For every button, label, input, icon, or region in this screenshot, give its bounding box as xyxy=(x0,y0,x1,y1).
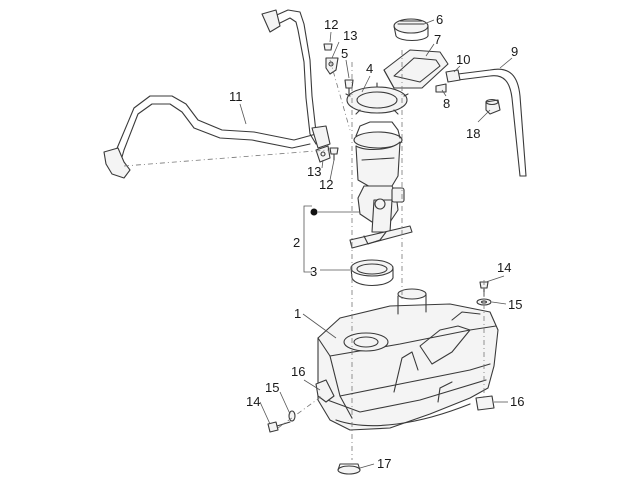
callout-12-top: 12 xyxy=(324,17,338,32)
callout-2: 2 xyxy=(293,235,300,250)
callout-15-right: 15 xyxy=(508,297,522,312)
group-bracket xyxy=(303,205,360,273)
callout-14-left: 14 xyxy=(246,394,260,409)
callout-1: 1 xyxy=(294,306,301,321)
lock-ring xyxy=(345,82,409,115)
filler-tray xyxy=(383,49,449,89)
callout-9: 9 xyxy=(511,44,518,59)
fuel-tank xyxy=(317,288,499,431)
right-clip xyxy=(475,395,495,411)
callout-14-right: 14 xyxy=(497,260,511,275)
callout-6: 6 xyxy=(436,12,443,27)
callout-10: 10 xyxy=(456,52,470,67)
fuel-cap xyxy=(393,18,429,42)
callout-17: 17 xyxy=(377,456,391,471)
callout-4: 4 xyxy=(366,61,373,76)
rubber-pad xyxy=(337,463,361,475)
callout-13-middle: 13 xyxy=(307,164,321,179)
left-fasteners xyxy=(267,379,335,433)
callout-16-right: 16 xyxy=(510,394,524,409)
callout-3: 3 xyxy=(310,264,317,279)
fuel-pump-assembly xyxy=(349,121,413,249)
callout-11: 11 xyxy=(229,89,243,104)
callout-8: 8 xyxy=(443,96,450,111)
assembly-lines xyxy=(123,50,485,460)
callout-7: 7 xyxy=(434,32,441,47)
callout-12-middle: 12 xyxy=(319,177,333,192)
callout-15-left: 15 xyxy=(265,380,279,395)
fuel-hose xyxy=(103,9,331,179)
drain-hose xyxy=(435,68,527,177)
pump-gasket xyxy=(350,259,394,287)
leader-lines xyxy=(239,19,513,469)
callout-13-top: 13 xyxy=(343,28,357,43)
callout-16-left: 16 xyxy=(291,364,305,379)
callout-5: 5 xyxy=(341,46,348,61)
callout-18: 18 xyxy=(466,126,480,141)
top-fasteners xyxy=(323,43,354,95)
middle-fasteners xyxy=(315,145,339,163)
callout-labels: 1 2 3 4 5 6 7 8 9 10 11 12 12 13 13 14 1… xyxy=(229,12,524,471)
